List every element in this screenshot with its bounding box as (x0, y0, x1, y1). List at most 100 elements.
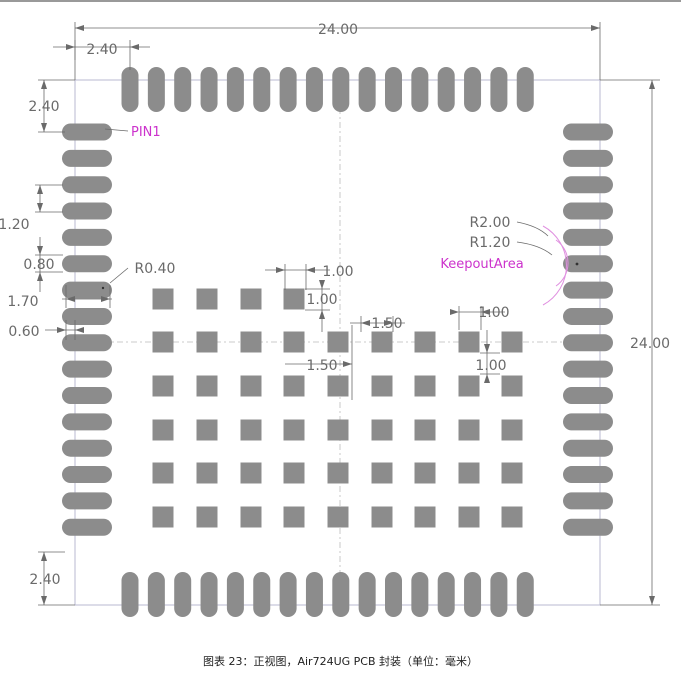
grid-pad (501, 419, 523, 441)
grid-pad (327, 419, 349, 441)
left-edge-pads (62, 123, 112, 536)
grid-pad (501, 375, 523, 397)
top-pad (279, 67, 297, 112)
left-pad (62, 518, 112, 536)
grid-pad (458, 506, 480, 528)
top-pad (174, 67, 192, 112)
pad-pitch-label: 1.20 (0, 217, 30, 233)
left-pad (62, 255, 112, 273)
top-pad (226, 67, 244, 112)
top-pad (411, 67, 429, 112)
grid-pad (283, 506, 305, 528)
top-pad (200, 67, 218, 112)
grid-pad (501, 462, 523, 484)
top-pad (358, 67, 376, 112)
grid-pad (458, 462, 480, 484)
top-edge-pads (121, 67, 534, 112)
grid-pad (371, 462, 393, 484)
grid-pad (283, 288, 305, 310)
left-pad (62, 360, 112, 378)
bottom-pad (200, 572, 218, 617)
right-pad (563, 123, 613, 141)
overall-height-label: 24.00 (630, 336, 670, 352)
left-pad (62, 149, 112, 167)
bottom-pad (437, 572, 455, 617)
grid-pad (152, 331, 174, 353)
grid-pad (327, 506, 349, 528)
grid-pad-height-label: 1.00 (306, 292, 337, 308)
bottom-pad (305, 572, 323, 617)
bottom-offset-label: 2.40 (29, 572, 60, 588)
grid-pad (152, 462, 174, 484)
grid-pad (152, 419, 174, 441)
grid-pad (501, 331, 523, 353)
right-pad (563, 518, 613, 536)
grid-pad (371, 506, 393, 528)
grid-pad (458, 331, 480, 353)
top-pad (305, 67, 323, 112)
grid-pad (327, 375, 349, 397)
grid-pad (196, 419, 218, 441)
top-pad (516, 67, 534, 112)
left-pad (62, 228, 112, 246)
right-pad (563, 439, 613, 457)
left-pad (62, 334, 112, 352)
top-pad (437, 67, 455, 112)
grid-pad (371, 331, 393, 353)
grid-pitch-x-label: 1.50 (371, 316, 402, 332)
top-offset-label: 2.40 (86, 42, 117, 58)
grid-pad (240, 375, 262, 397)
bottom-edge-pads (121, 572, 534, 617)
left-pad (62, 387, 112, 404)
left-pad (62, 281, 112, 299)
top-pad (464, 67, 482, 112)
bottom-pad (464, 572, 482, 617)
grid-pad (152, 288, 174, 310)
grid-pad (414, 375, 436, 397)
grid-pad (196, 375, 218, 397)
bottom-pad (279, 572, 297, 617)
grid-pad (240, 462, 262, 484)
right-pad-height-label: 1.00 (475, 358, 506, 374)
bottom-pad (332, 572, 350, 617)
grid-pad (240, 506, 262, 528)
left-pad (62, 123, 112, 141)
grid-pad (240, 419, 262, 441)
pin1-label: PIN1 (131, 125, 161, 140)
right-pad (563, 228, 613, 246)
grid-pad (196, 462, 218, 484)
bottom-pad (411, 572, 429, 617)
top-pad (332, 67, 350, 112)
grid-pad (283, 331, 305, 353)
top-pad (147, 67, 165, 112)
grid-pad (327, 331, 349, 353)
grid-pad (196, 506, 218, 528)
grid-pad-width-label: 1.00 (322, 264, 353, 280)
grid-pad (414, 506, 436, 528)
grid-pad (283, 419, 305, 441)
grid-pad (196, 288, 218, 310)
right-pad (563, 466, 613, 484)
keepout-area-arcs (542, 225, 569, 306)
right-pad-width-label: 1.00 (478, 305, 509, 321)
right-pad (563, 255, 613, 273)
bottom-pad (174, 572, 192, 617)
figure-caption: 图表 23：正视图，Air724UG PCB 封装（单位：毫米） (202, 655, 479, 668)
right-pad (563, 149, 613, 167)
pad-radius-label: R0.40 (135, 261, 176, 277)
right-pad (563, 307, 613, 325)
right-pad (563, 334, 613, 352)
grid-pad (240, 288, 262, 310)
pad-width-label: 0.80 (23, 257, 54, 273)
left-pad (62, 307, 112, 325)
bottom-pad (385, 572, 402, 617)
grid-pad (501, 506, 523, 528)
top-pad (253, 67, 271, 112)
grid-pad (371, 419, 393, 441)
grid-pad (414, 462, 436, 484)
grid-pad (152, 506, 174, 528)
bottom-pad (253, 572, 271, 617)
keepout-center-mark (575, 262, 579, 266)
left-pad (62, 413, 112, 431)
overall-width-label: 24.00 (318, 22, 358, 38)
